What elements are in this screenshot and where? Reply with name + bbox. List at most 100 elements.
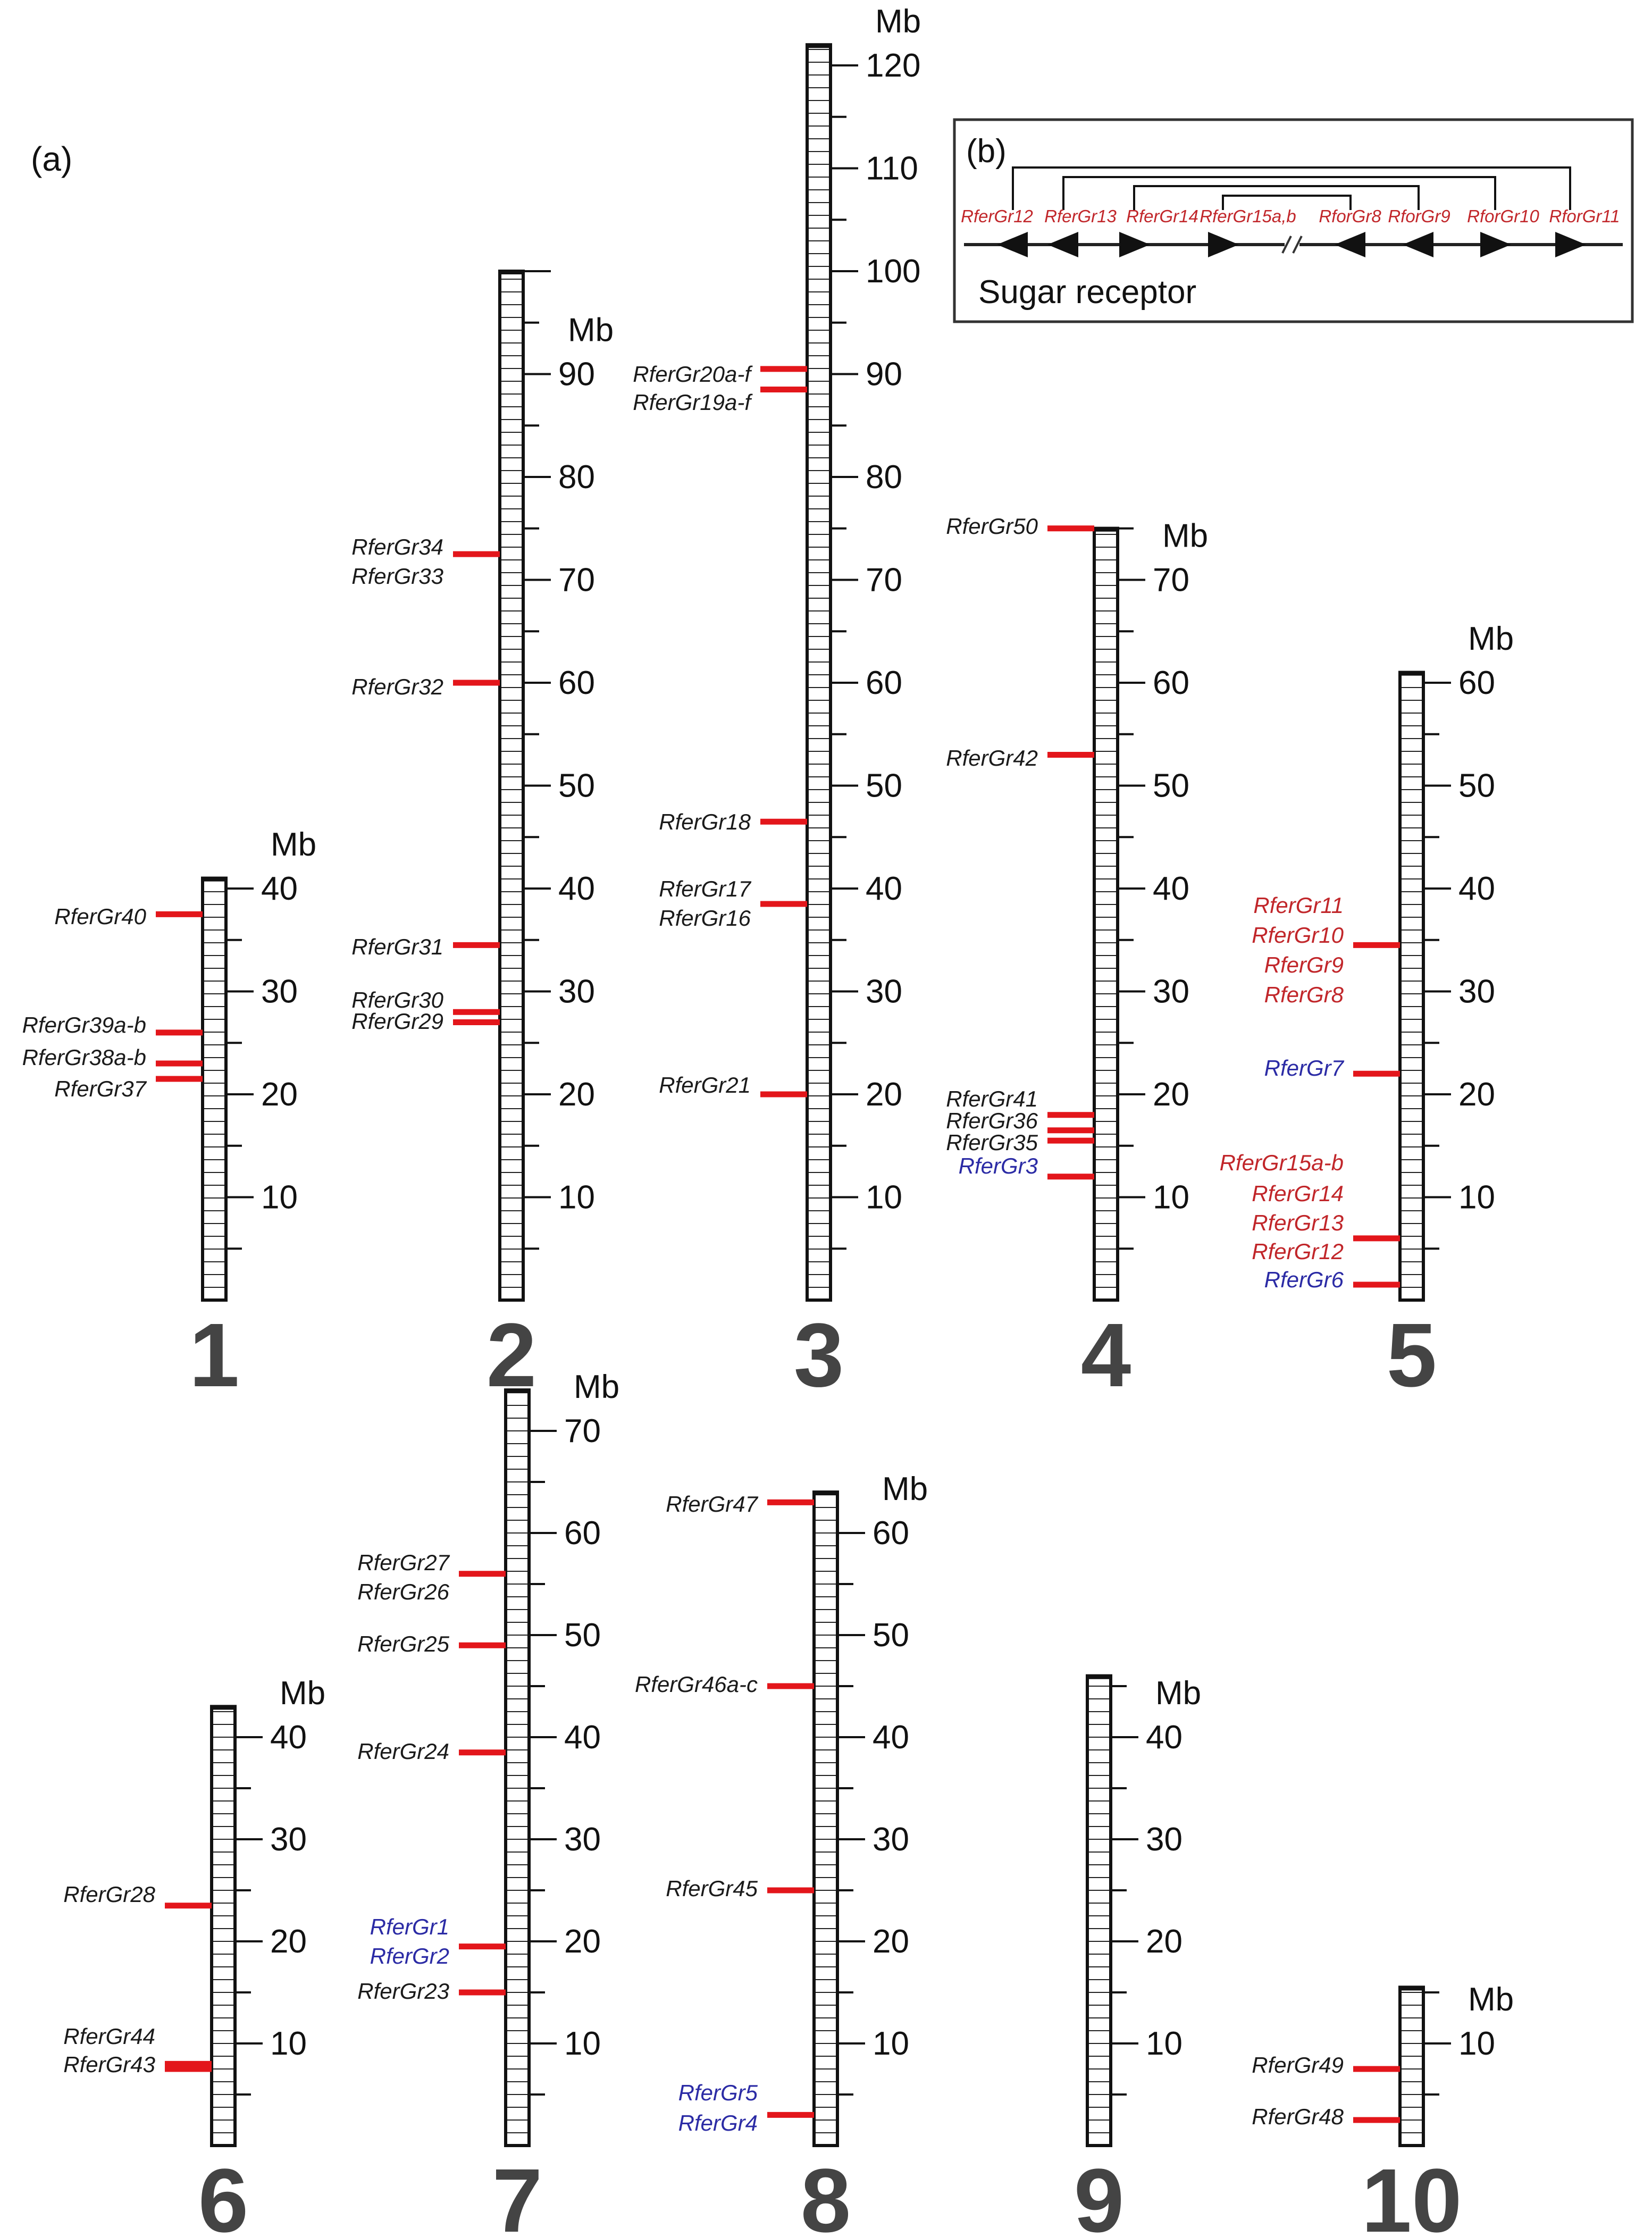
unit-label: Mb [271, 826, 316, 863]
gene-label: RferGr13 [1252, 1210, 1344, 1235]
gene-label: RferGr36 [946, 1108, 1038, 1133]
tick-label: 30 [558, 974, 595, 1010]
chromosome-stripes [1402, 1992, 1422, 2133]
gene-label: RferGr28 [63, 1882, 155, 1907]
gene-label: RferGr29 [351, 1009, 443, 1034]
tick-label: 10 [873, 2025, 909, 2062]
gene-label: RferGr23 [357, 1979, 449, 2004]
unit-label: Mb [568, 312, 614, 349]
chromosome-body [210, 1705, 237, 2147]
chromosome-4: 10203040506070Mb4RferGr50RferGr42RferGr4… [946, 514, 1208, 1406]
tick-label: 10 [866, 1179, 902, 1216]
chromosome-1: 10203040Mb1RferGr40RferGr39a-bRferGr38a-… [22, 826, 317, 1406]
gene-label: RferGr5 [678, 2080, 758, 2105]
tick-label: 10 [564, 2025, 601, 2062]
tick-label: 30 [1458, 974, 1495, 1010]
unit-label: Mb [882, 1471, 928, 1507]
chromosome-cap [1086, 1674, 1112, 1679]
tick-label: 120 [866, 47, 920, 84]
gene-label: RferGr6 [1264, 1267, 1344, 1292]
gene-label: RferGr37 [54, 1076, 147, 1101]
sugar-gene-label: RforGr10 [1467, 206, 1539, 226]
sugar-gene-label: RferGr14 [1126, 206, 1198, 226]
unit-label: Mb [1162, 518, 1208, 555]
chromosome-stripes [816, 1507, 836, 2133]
chromosome-cap [812, 1490, 839, 1496]
gene-label: RferGr35 [946, 1130, 1038, 1155]
chromosome-3: 102030405060708090100110120Mb3RferGr20a-… [633, 3, 921, 1406]
unit-label: Mb [1468, 1981, 1514, 2018]
tick-label: 40 [873, 1719, 909, 1756]
chromosome-cap [498, 270, 525, 274]
chromosome-number: 3 [794, 1305, 844, 1406]
gene-label: RferGr21 [659, 1073, 751, 1097]
tick-label: 20 [1153, 1076, 1189, 1113]
chromosome-number: 1 [189, 1305, 240, 1406]
tick-label: 10 [1153, 1179, 1189, 1216]
chromosome-cap [1398, 671, 1425, 676]
sugar-gene-label: RforGr11 [1549, 206, 1620, 226]
tick-label: 20 [1458, 1076, 1495, 1113]
tick-label: 70 [1153, 562, 1189, 599]
tick-label: 50 [1153, 768, 1189, 805]
gene-label: RferGr46a-c [635, 1672, 758, 1697]
gene-label: RferGr45 [666, 1876, 758, 1901]
break-slash [1281, 236, 1292, 254]
gene-label: RferGr47 [666, 1492, 758, 1517]
tick-label: 20 [558, 1076, 595, 1113]
chromosome-cap [201, 876, 228, 882]
arrow-right-icon [1480, 232, 1511, 257]
tick-label: 10 [1146, 2025, 1183, 2062]
tick-label: 40 [1153, 870, 1189, 907]
gene-label: RferGr38a-b [22, 1045, 146, 1070]
unit-label: Mb [1468, 621, 1514, 657]
pair-bracket [1062, 176, 1496, 210]
sugar-gene-label: RforGr8 [1319, 206, 1381, 226]
tick-label: 50 [873, 1617, 909, 1654]
unit-label: Mb [875, 3, 921, 40]
chromosome-cap [210, 1705, 237, 1710]
tick-label: 50 [564, 1617, 601, 1654]
gene-label: RferGr30 [351, 987, 443, 1012]
tick-label: 30 [564, 1821, 601, 1858]
chromosome-number: 4 [1081, 1305, 1131, 1406]
gene-label: RferGr43 [63, 2052, 155, 2077]
chromosome-number: 7 [492, 2150, 543, 2237]
tick-label: 20 [261, 1076, 298, 1113]
tick-label: 20 [270, 1923, 307, 1960]
chromosome-stripes [809, 49, 829, 1288]
tick-label: 110 [866, 150, 918, 187]
tick-label: 70 [558, 562, 595, 599]
gene-label: RferGr41 [946, 1086, 1038, 1111]
unit-label: Mb [1155, 1675, 1201, 1712]
chromosome-7: 10203040506070Mb7RferGr27RferGr26RferGr2… [357, 1369, 619, 2237]
gene-label: RferGr19a-f [633, 390, 753, 415]
gene-label: RferGr49 [1252, 2052, 1344, 2077]
chromosome-body [504, 1388, 531, 2147]
tick-label: 80 [866, 459, 902, 496]
panel-b-caption: Sugar receptor [978, 274, 1196, 311]
arrow-left-icon [1403, 232, 1433, 257]
tick-label: 50 [1458, 768, 1495, 805]
tick-label: 90 [558, 356, 595, 393]
sugar-gene-label: RferGr13 [1044, 206, 1117, 226]
chromosome-2: 102030405060708090Mb2RferGr34RferGr33Rfe… [351, 270, 614, 1406]
chromosome-cap [504, 1388, 531, 1394]
gene-label: RferGr27 [357, 1550, 450, 1575]
gene-label: RferGr7 [1264, 1055, 1345, 1080]
gene-label: RferGr1 [370, 1914, 449, 1939]
tick-label: 10 [1458, 2025, 1495, 2062]
gene-label: RferGr11 [1253, 893, 1344, 918]
gene-label: RferGr15a-b [1220, 1150, 1344, 1175]
tick-label: 40 [1146, 1719, 1183, 1756]
gene-label: RferGr2 [370, 1943, 449, 1968]
chromosome-body [201, 876, 228, 1302]
